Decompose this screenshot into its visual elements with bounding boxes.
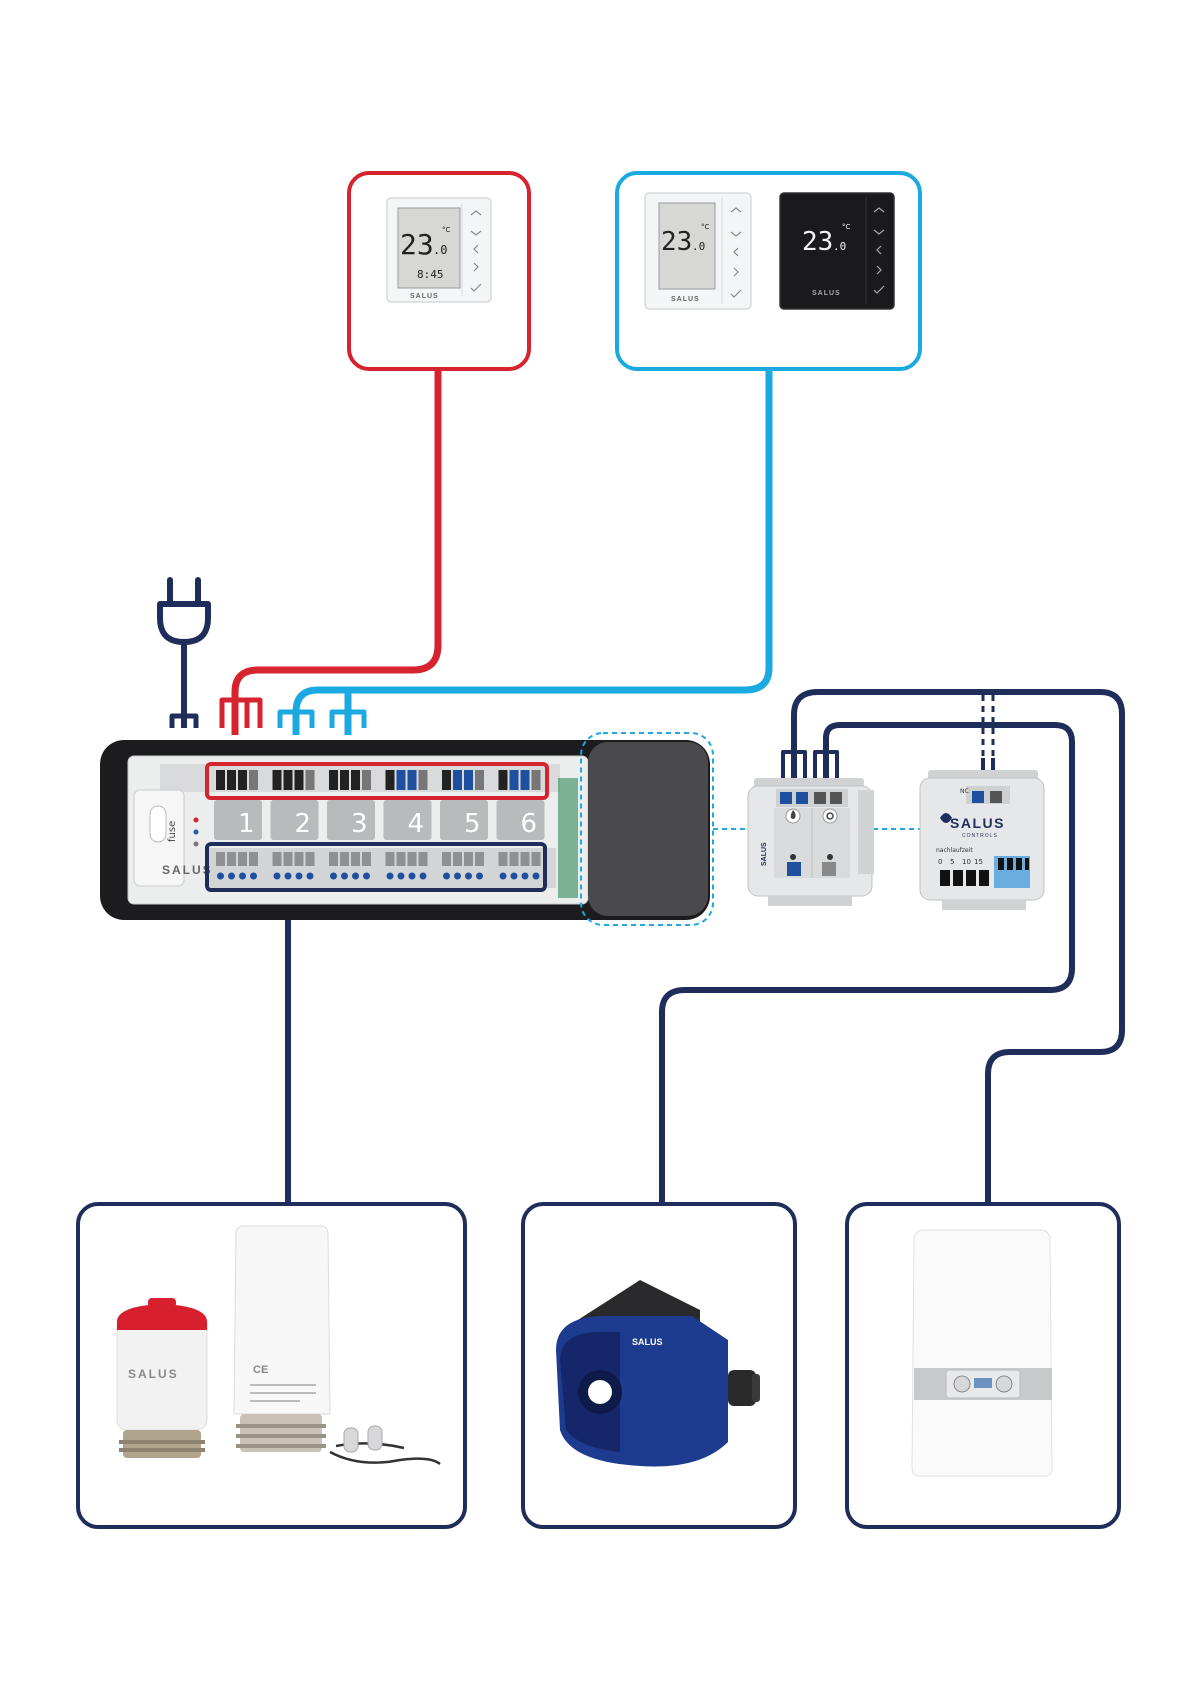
wired-thermostat: 23 .0 °C 8:45 SALUS bbox=[387, 198, 491, 302]
fuse-label: fuse bbox=[167, 821, 178, 842]
wireless-black-unit: °C bbox=[842, 223, 851, 231]
timer-scale-label: 0 bbox=[938, 858, 942, 866]
zone-number: 1 bbox=[238, 809, 255, 839]
zone-number: 6 bbox=[521, 809, 538, 839]
timer-scale-label: 15 bbox=[974, 858, 983, 866]
wireless-black-temp: 23 bbox=[802, 227, 833, 257]
actuator-white: CE bbox=[234, 1226, 330, 1452]
wired-thermostat-unit: °C bbox=[442, 226, 451, 234]
zone-number: 3 bbox=[351, 809, 368, 839]
timer-label: nachlaufzeit bbox=[936, 847, 973, 854]
wireless-white-brand: SALUS bbox=[671, 296, 700, 303]
wireless-white-unit: °C bbox=[701, 223, 710, 231]
wired-thermostat-temp-decimal: .0 bbox=[433, 243, 447, 257]
flame-icon bbox=[786, 809, 800, 823]
wired-thermostat-temp: 23 bbox=[400, 228, 434, 261]
pump-module: SALUS bbox=[748, 778, 874, 906]
timer-scale-label: 5 bbox=[950, 858, 954, 866]
cover-plate bbox=[588, 742, 708, 916]
wireless-black-brand: SALUS bbox=[812, 290, 841, 297]
plug-icon bbox=[160, 580, 208, 642]
timer-scale-label: 10 bbox=[962, 858, 971, 866]
wire-red bbox=[222, 368, 438, 735]
wireless-black-temp-decimal: .0 bbox=[833, 240, 846, 253]
zone-number: 5 bbox=[464, 809, 481, 839]
zone-number: 2 bbox=[295, 809, 312, 839]
led-blue bbox=[194, 830, 199, 835]
wire-light-blue bbox=[280, 368, 769, 735]
wired-thermostat-brand: SALUS bbox=[410, 293, 439, 300]
zone-number: 4 bbox=[408, 809, 425, 839]
pump-module-brand: SALUS bbox=[761, 842, 768, 866]
led-red bbox=[194, 818, 199, 823]
wire-actuator bbox=[272, 896, 306, 1205]
actuator-ce-mark: CE bbox=[253, 1364, 268, 1376]
led-grey bbox=[194, 842, 199, 847]
wireless-thermostat-black: 23 .0 °C SALUS bbox=[780, 193, 894, 309]
wired-thermostat-clock: 8:45 bbox=[417, 268, 444, 281]
wireless-white-temp: 23 bbox=[661, 227, 692, 257]
timer-terminal-label: NC bbox=[960, 788, 969, 795]
timer-brand: SALUS bbox=[950, 815, 1005, 831]
actuator-red-brand: SALUS bbox=[128, 1367, 179, 1381]
pump-icon bbox=[823, 809, 837, 823]
timer-sub-brand: CONTROLS bbox=[962, 833, 998, 839]
pump-brand: SALUS bbox=[632, 1337, 663, 1347]
boiler bbox=[912, 1230, 1052, 1476]
actuator-red: SALUS bbox=[117, 1298, 207, 1458]
wireless-white-temp-decimal: .0 bbox=[692, 240, 705, 253]
wire-power bbox=[172, 640, 196, 728]
wireless-thermostat-white: 23 .0 °C SALUS bbox=[645, 193, 751, 309]
